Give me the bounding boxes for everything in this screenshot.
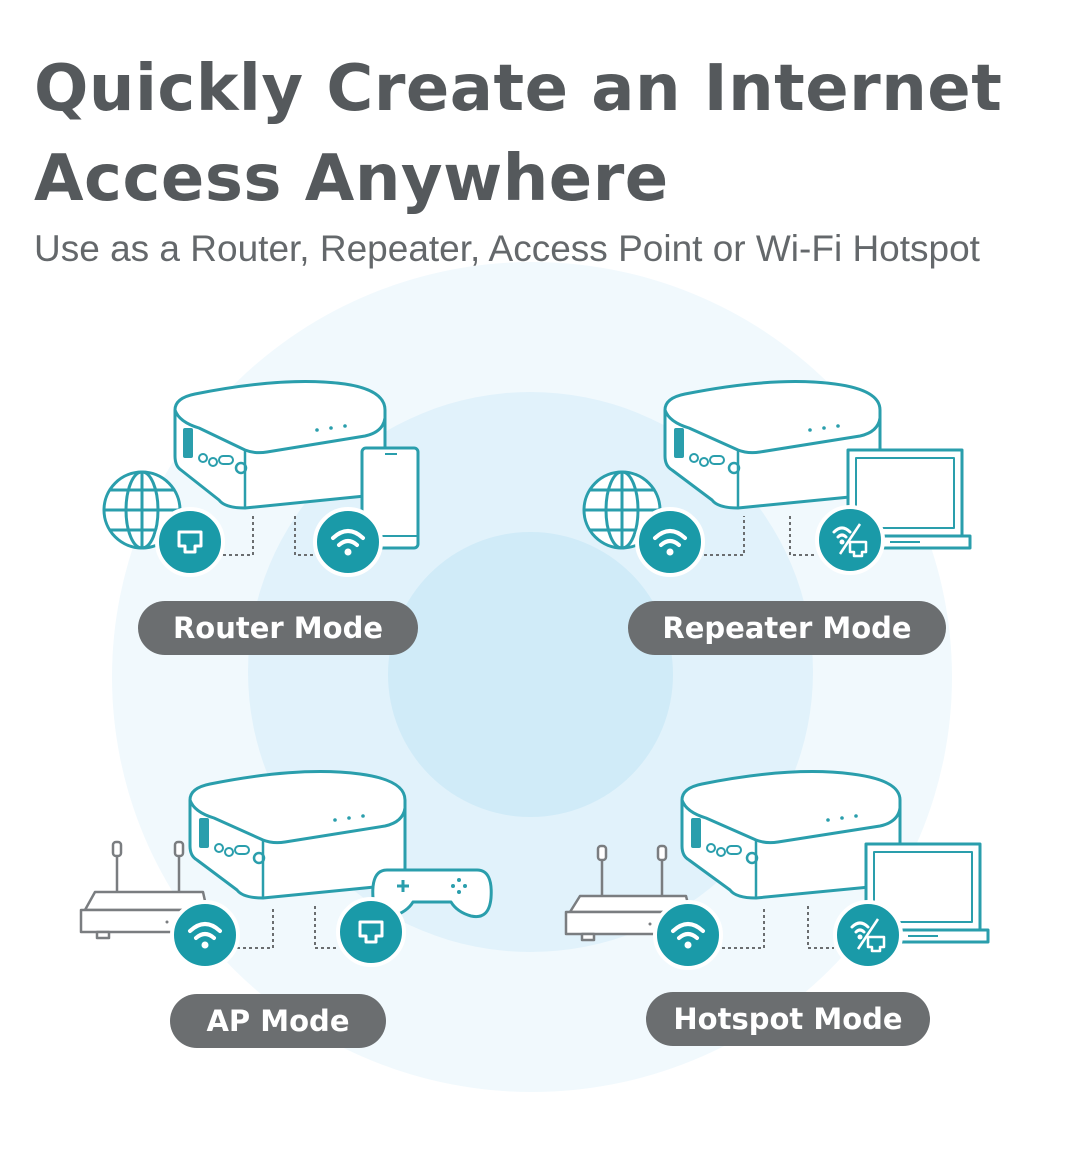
wifi-badge-icon <box>313 507 383 577</box>
travel-router-icon <box>680 770 902 900</box>
wifi-ethernet-badge-icon <box>815 505 885 575</box>
title-line-1: Quickly Create an Internet <box>34 52 1003 126</box>
page-title: Quickly Create an Internet Access Anywhe… <box>34 44 1002 224</box>
travel-router-icon <box>663 380 882 510</box>
hotspot-mode-scene <box>560 770 1000 980</box>
connection-lines <box>237 906 339 949</box>
repeater-mode-label: Repeater Mode <box>628 601 946 655</box>
connection-lines <box>722 906 834 949</box>
repeater-mode-scene <box>580 370 980 580</box>
ethernet-badge-icon <box>336 897 406 967</box>
title-line-2: Access Anywhere <box>34 142 669 216</box>
travel-router-icon <box>173 380 387 510</box>
ethernet-badge-icon <box>155 507 225 577</box>
ap-mode-label: AP Mode <box>170 994 386 1048</box>
hotspot-mode-label: Hotspot Mode <box>646 992 930 1046</box>
wifi-badge-icon <box>635 507 705 577</box>
ap-mode-scene <box>75 770 495 980</box>
travel-router-icon <box>188 770 407 900</box>
connection-lines <box>223 516 317 556</box>
connection-lines <box>704 516 816 556</box>
wifi-badge-icon <box>170 900 240 970</box>
wifi-ethernet-badge-icon <box>833 900 903 970</box>
router-mode-label: Router Mode <box>138 601 418 655</box>
router-mode-scene <box>95 370 435 580</box>
wifi-badge-icon <box>653 900 723 970</box>
halo-inner <box>388 532 673 817</box>
